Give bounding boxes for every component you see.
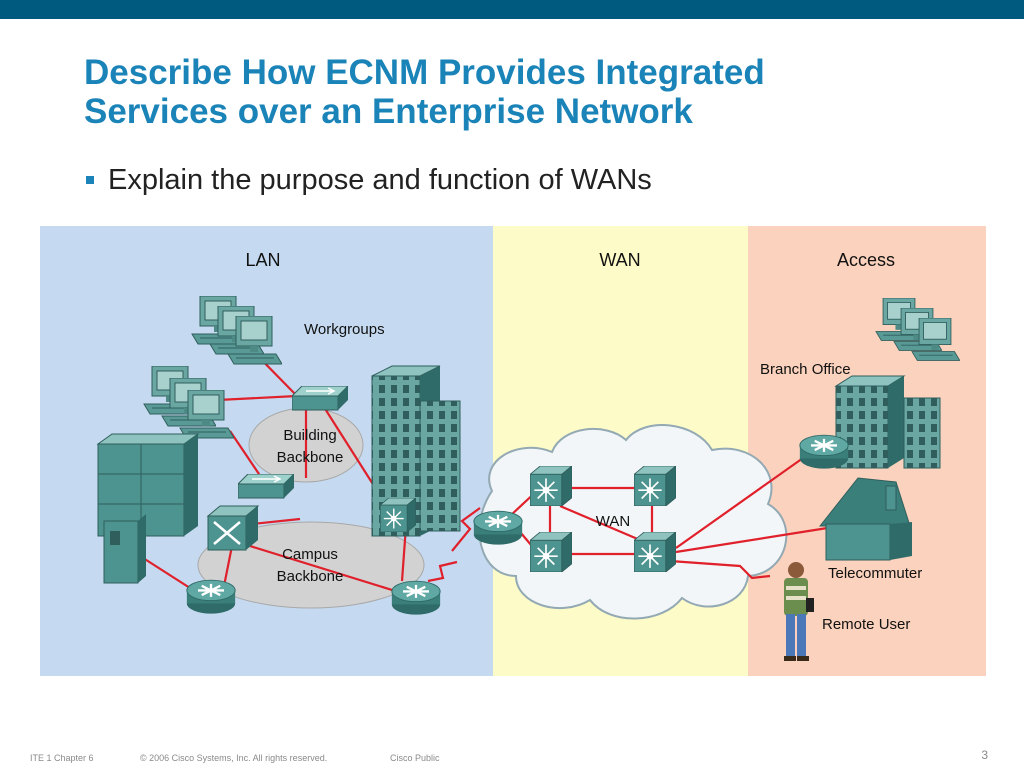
server-cabinet-icon — [96, 433, 200, 537]
wan-cloud-label: WAN — [596, 513, 630, 530]
wan-switch-bottom-left-icon — [530, 532, 572, 572]
wan-cloud — [478, 424, 788, 620]
hub-campus-icon — [238, 474, 294, 499]
building-backbone-label-1: Building — [283, 427, 336, 444]
lan-heading: LAN — [245, 250, 280, 270]
atm-switch-icon — [206, 505, 260, 551]
top-banner — [0, 0, 1024, 19]
bullet-text: Explain the purpose and function of WANs — [108, 164, 652, 196]
slide-title: Describe How ECNM Provides Integrated Se… — [84, 53, 984, 131]
campus-backbone-label-2: Backbone — [277, 568, 344, 585]
bullet-item: Explain the purpose and function of WANs — [86, 164, 652, 197]
remote-user-label: Remote User — [822, 616, 910, 633]
wan-switch-top-left-icon — [530, 466, 572, 506]
branch-office-label: Branch Office — [760, 361, 851, 378]
wan-switch-bottom-right-icon — [634, 532, 676, 572]
campus-backbone-label-1: Campus — [282, 546, 338, 563]
access-heading: Access — [837, 250, 895, 270]
wan-switch-top-right-icon — [634, 466, 676, 506]
building-backbone-label-2: Backbone — [277, 449, 344, 466]
campus-router-left-icon — [185, 579, 237, 615]
remote-user-person-icon — [784, 562, 814, 661]
footer-copyright: © 2006 Cisco Systems, Inc. All rights re… — [140, 753, 328, 763]
mainframe-icon — [103, 514, 146, 584]
footer-classification: Cisco Public — [390, 753, 440, 763]
workgroups-label: Workgroups — [304, 321, 385, 338]
footer-course: ITE 1 Chapter 6 — [30, 753, 94, 763]
title-line-1: Describe How ECNM Provides Integrated — [84, 53, 765, 92]
wan-heading: WAN — [599, 250, 640, 270]
network-diagram: LAN WAN Access Workgroups — [40, 226, 986, 676]
wan-edge-router-icon — [472, 510, 524, 546]
house-icon — [818, 477, 912, 561]
building-multilayer-switch-icon — [380, 498, 416, 532]
title-line-2: Services over an Enterprise Network — [84, 92, 693, 131]
telecommuter-label: Telecommuter — [828, 565, 922, 582]
hub-building-icon — [292, 386, 348, 411]
campus-router-right-icon — [390, 580, 442, 616]
branch-router-icon — [798, 434, 850, 470]
bullet-square-icon — [86, 176, 94, 184]
page-number: 3 — [981, 748, 988, 762]
